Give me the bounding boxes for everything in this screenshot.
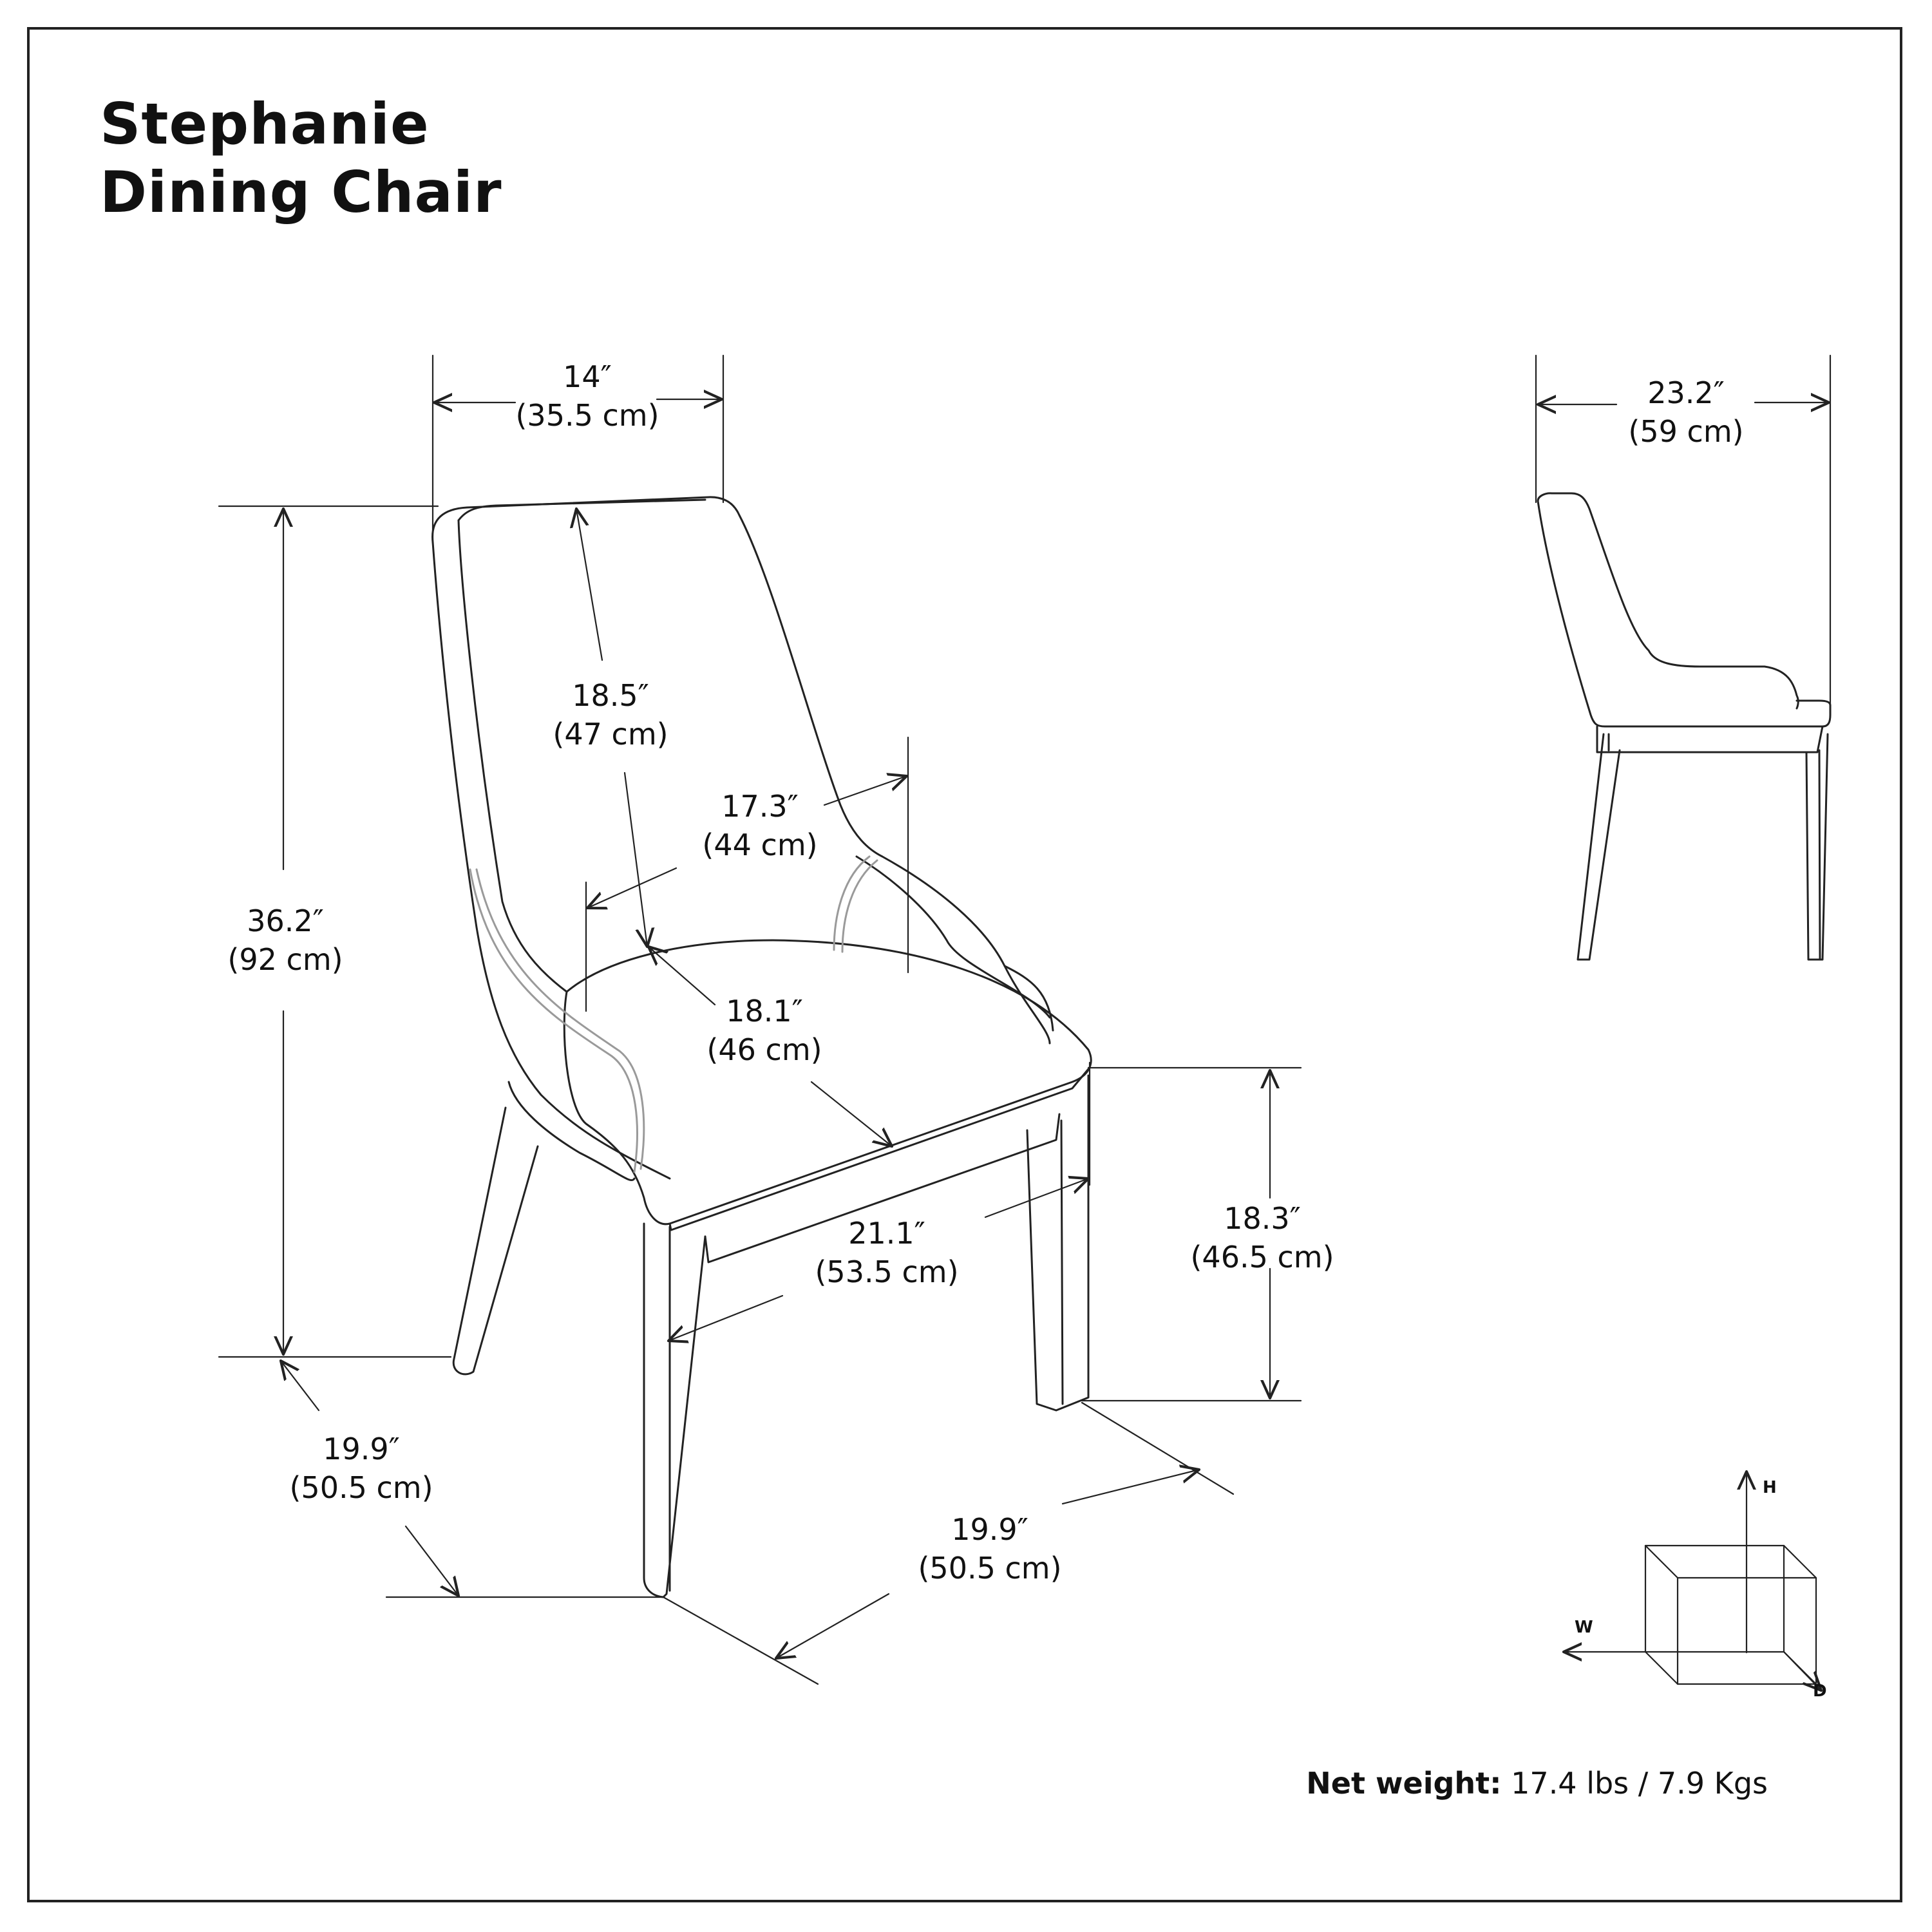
dim-back-height: 18.5″ (47 cm): [553, 676, 668, 753]
dimension-lines: [218, 354, 1302, 1685]
dim-seat-width-cm: (53.5 cm): [815, 1255, 959, 1289]
dim-seat-depth-cm: (46 cm): [706, 1032, 822, 1067]
dim-seat-width-inner-cm: (44 cm): [702, 828, 818, 862]
dim-back-height-cm: (47 cm): [553, 717, 668, 752]
chair-seat: [563, 939, 1092, 1226]
dim-back-width: 14″ (35.5 cm): [515, 357, 659, 435]
product-title: Stephanie Dining Chair: [100, 90, 502, 227]
dim-seat-width-inner: 17.3″ (44 cm): [702, 787, 817, 864]
dim-overall-height-cm: (92 cm): [227, 942, 343, 977]
title-line-1: Stephanie: [100, 91, 430, 157]
dim-overall-height-in: 36.2″: [247, 904, 324, 938]
side-leg-front: [1577, 733, 1621, 961]
dim-back-height-in: 18.5″: [572, 678, 649, 713]
axis-label-h: H: [1763, 1478, 1777, 1497]
dim-overall-height: 36.2″ (92 cm): [227, 902, 343, 979]
dim-back-width-in: 14″: [563, 359, 612, 394]
dim-seat-height-in: 18.3″: [1224, 1201, 1301, 1236]
dim-base-width-in: 19.9″: [951, 1512, 1028, 1547]
chair-back-inner: [457, 498, 706, 522]
dim-seat-width-in: 21.1″: [848, 1216, 925, 1251]
side-leg-back: [1805, 733, 1829, 961]
dim-seat-width: 21.1″ (53.5 cm): [815, 1214, 958, 1291]
chair-leg-front-left: [643, 1222, 706, 1598]
chair-back-outer: [431, 496, 1051, 1045]
axis-label-w: W: [1575, 1618, 1593, 1637]
title-line-2: Dining Chair: [100, 159, 502, 225]
dim-base-depth-cm: (50.5 cm): [289, 1470, 433, 1505]
net-weight-value: 17.4 lbs / 7.9 Kgs: [1511, 1766, 1768, 1801]
stitch-line-left: [469, 868, 638, 1173]
dim-seat-width-inner-in: 17.3″: [721, 789, 799, 824]
stitch-line-right: [833, 855, 871, 951]
dim-base-width: 19.9″ (50.5 cm): [918, 1510, 1061, 1587]
dim-seat-height: 18.3″ (46.5 cm): [1190, 1199, 1334, 1276]
axis-label-d: D: [1813, 1681, 1827, 1701]
chair-leg-front-right: [1026, 1074, 1090, 1412]
dim-seat-depth: 18.1″ (46 cm): [706, 992, 822, 1069]
dim-seat-depth-in: 18.1″: [726, 994, 803, 1028]
chair-leg-back-left: [452, 1106, 539, 1376]
dim-base-depth: 19.9″ (50.5 cm): [289, 1430, 433, 1507]
dim-base-width-cm: (50.5 cm): [918, 1551, 1062, 1586]
page-border: [27, 27, 1902, 1902]
chair-side-view: [1537, 492, 1832, 961]
chair-front-view: [431, 496, 1092, 1598]
dim-seat-height-cm: (46.5 cm): [1190, 1240, 1334, 1274]
dim-side-depth-cm: (59 cm): [1628, 414, 1744, 449]
dim-side-depth-in: 23.2″: [1647, 375, 1725, 410]
side-dimension-lines: [1535, 354, 1832, 710]
dim-back-width-cm: (35.5 cm): [515, 398, 659, 433]
dim-side-depth: 23.2″ (59 cm): [1628, 374, 1743, 451]
net-weight-label: Net weight:: [1306, 1766, 1502, 1801]
net-weight: Net weight: 17.4 lbs / 7.9 Kgs: [1306, 1766, 1768, 1801]
chair-arm-right: [1003, 965, 1054, 1032]
axis-cube-icon: [1564, 1472, 1821, 1690]
chair-back-left-edge: [431, 541, 671, 1180]
dim-base-depth-in: 19.9″: [323, 1432, 400, 1466]
chair-apron: [704, 1113, 1061, 1264]
